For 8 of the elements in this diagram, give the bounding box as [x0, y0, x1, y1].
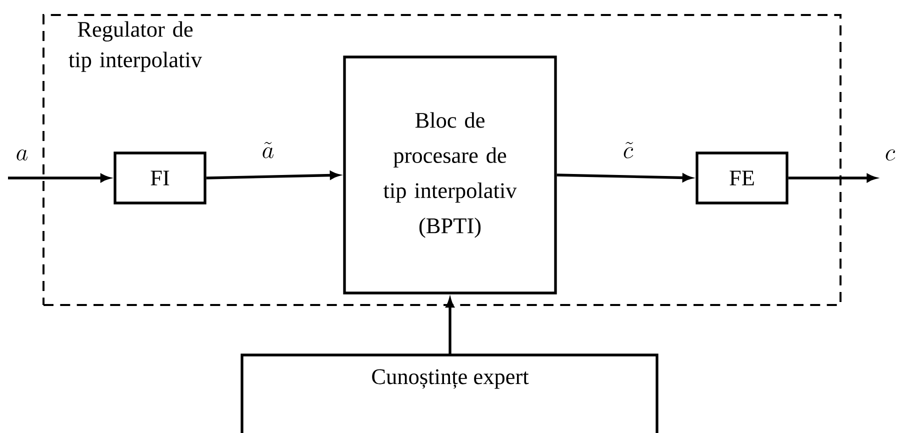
- process-box: Cunoștințe expert: [240, 354, 658, 433]
- edge-label: $a$: [16, 150, 28, 160]
- edge-label: $\tilde{a}$: [262, 142, 274, 158]
- process-box: FE: [696, 152, 788, 204]
- process-box: FI: [114, 152, 206, 204]
- process-box: Bloc de procesare de tip interpolativ (BPTI): [343, 56, 557, 294]
- edge-label: $\tilde{c}$: [624, 142, 634, 158]
- edge-label: $c$: [886, 150, 896, 160]
